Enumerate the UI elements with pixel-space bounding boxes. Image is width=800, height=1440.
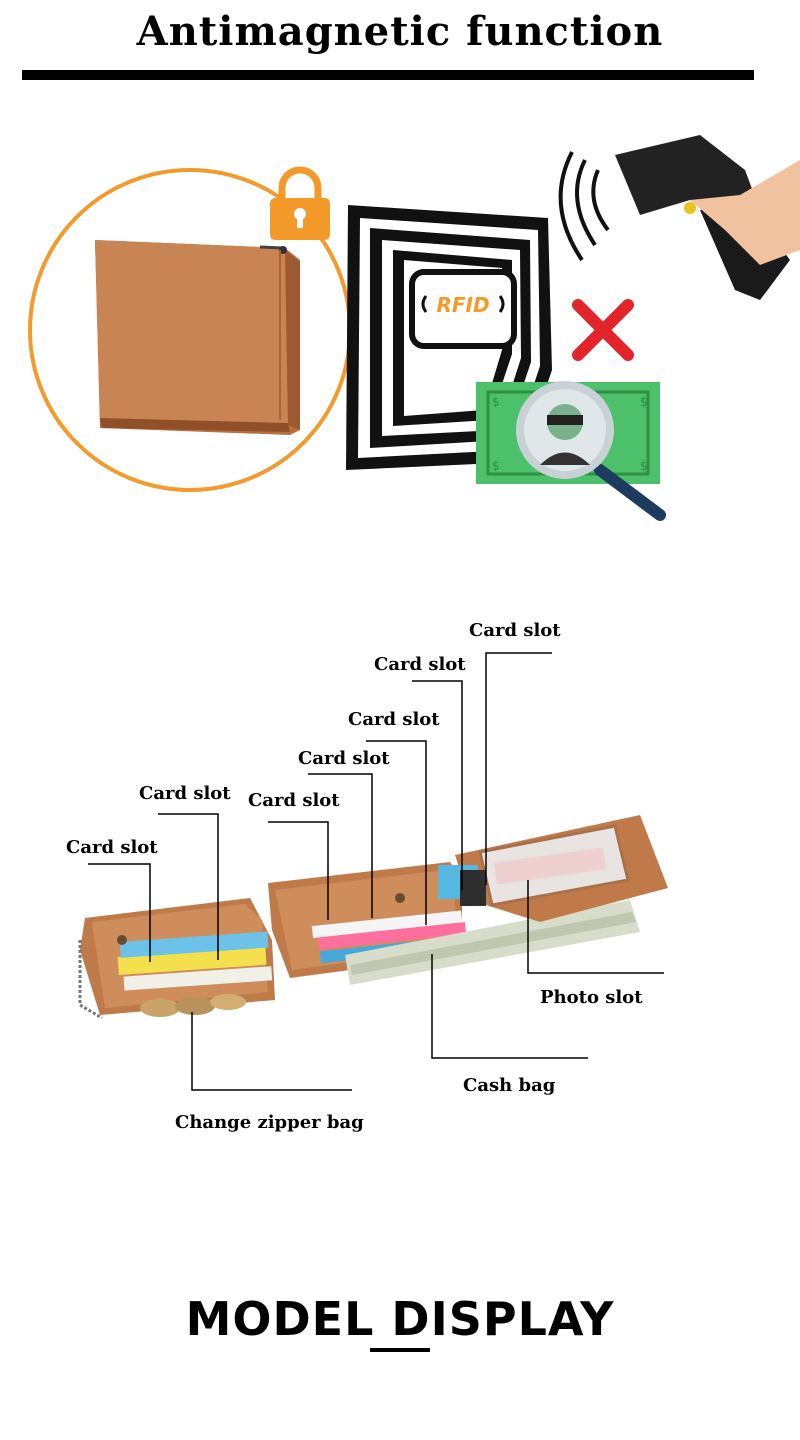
leader-lines	[88, 652, 664, 1091]
svg-text:$: $	[640, 459, 648, 473]
model-display-title: MODEL DISPLAY	[185, 1292, 615, 1346]
section-title: Antimagnetic function	[136, 8, 664, 55]
rfid-illustration: RFID $ $ $ $	[28, 135, 800, 521]
banknotes-image	[345, 900, 640, 985]
label-card-slot-3: Card slot	[248, 790, 340, 811]
model-display-underline	[370, 1348, 430, 1352]
barcode-scanner-image	[615, 135, 800, 300]
label-card-slot-6: Card slot	[374, 654, 466, 675]
svg-text:$: $	[640, 395, 648, 409]
signal-waves-icon	[558, 151, 610, 262]
label-cash-bag: Cash bag	[463, 1075, 556, 1096]
label-card-slot-4: Card slot	[298, 748, 390, 769]
label-photo-slot: Photo slot	[540, 987, 643, 1008]
coins-image	[140, 994, 246, 1017]
label-card-slot-2: Card slot	[139, 783, 231, 804]
svg-text:$: $	[492, 395, 500, 409]
rfid-card-text: RFID	[436, 293, 489, 317]
label-change-zipper-bag: Change zipper bag	[175, 1112, 364, 1133]
wallet-diagram	[78, 652, 668, 1091]
padlock-icon	[270, 166, 330, 240]
label-card-slot-5: Card slot	[348, 709, 440, 730]
title-underline	[22, 70, 754, 80]
closed-wallet-image	[95, 240, 300, 435]
label-card-slot-7: Card slot	[469, 620, 561, 641]
svg-text:$: $	[492, 459, 500, 473]
magnifier-thief-icon	[516, 381, 666, 521]
blocked-cross-icon	[572, 299, 634, 361]
open-wallet-image	[78, 815, 668, 1020]
wallet-circle	[28, 168, 352, 492]
label-card-slot-1: Card slot	[66, 837, 158, 858]
